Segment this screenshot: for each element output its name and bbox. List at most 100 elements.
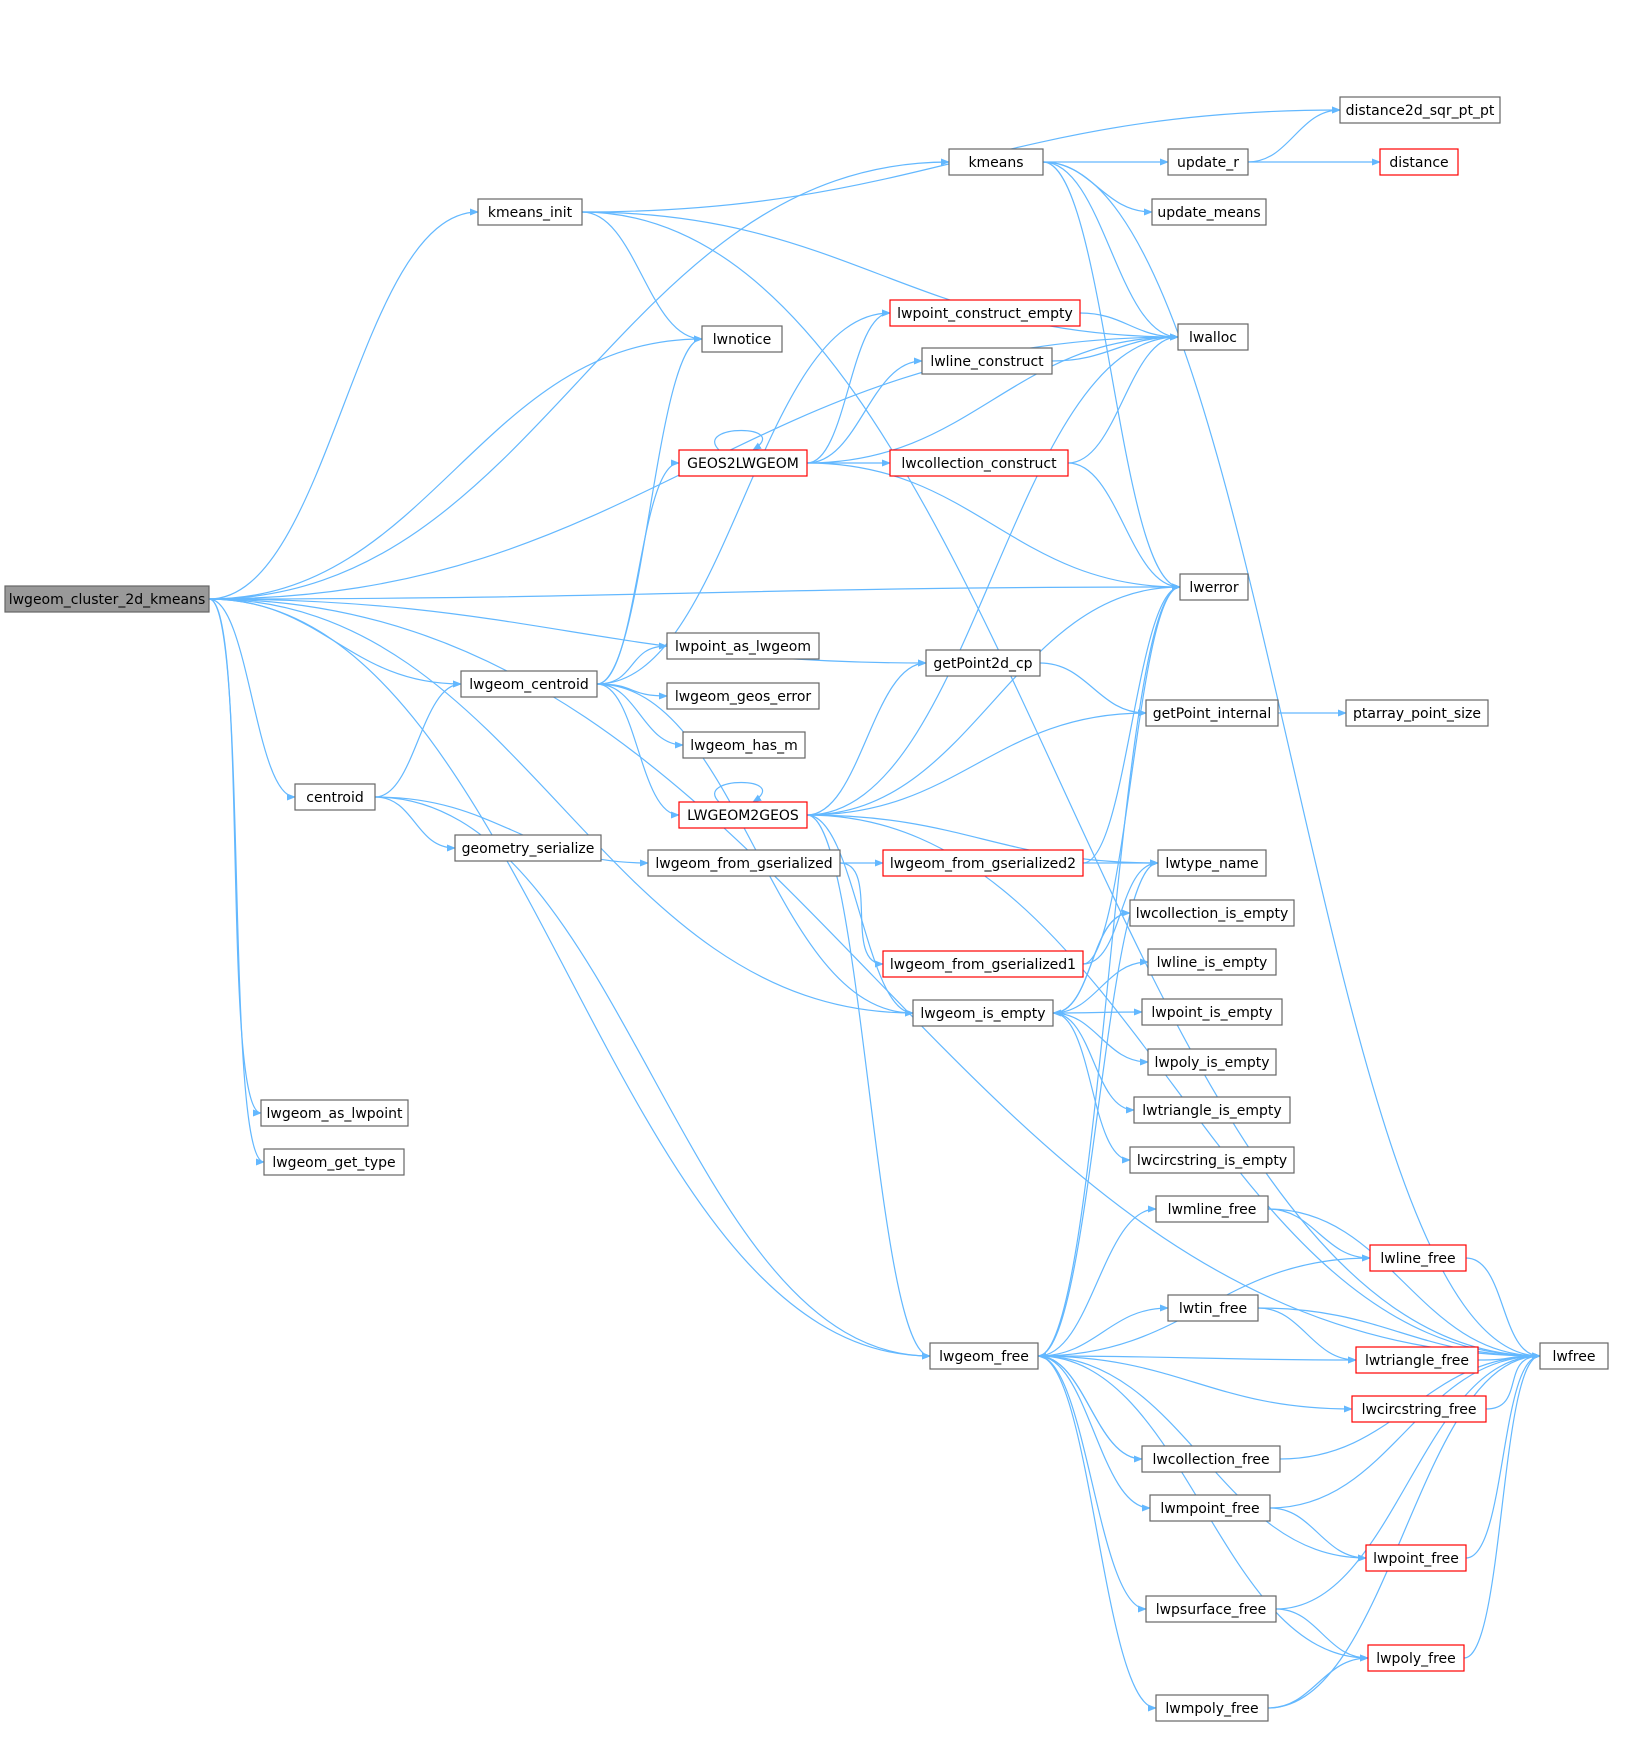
node-box	[1365, 1544, 1467, 1572]
node-lwgeom_from_gserialized[interactable]: lwgeom_from_gserialized	[647, 849, 841, 877]
node-lwcollection_construct[interactable]: lwcollection_construct	[889, 449, 1069, 477]
node-box	[1141, 1445, 1281, 1473]
node-kmeans_init[interactable]: kmeans_init	[477, 198, 583, 226]
node-kmeans[interactable]: kmeans	[948, 148, 1044, 176]
node-box	[454, 834, 602, 862]
node-label: lwalloc	[1189, 330, 1237, 346]
node-label: lwgeom_is_empty	[920, 1006, 1045, 1022]
node-box	[682, 731, 806, 759]
node-box	[666, 632, 820, 660]
node-box	[1167, 148, 1249, 176]
node-GEOS2LWGEOM[interactable]: GEOS2LWGEOM	[678, 449, 808, 477]
edge-kmeans-to-lwerror	[1042, 161, 1181, 591]
edge-GEOS2LWGEOM-to-lwalloc	[806, 333, 1179, 464]
node-getPoint2d_cp[interactable]: getPoint2d_cp	[925, 649, 1041, 677]
node-lwpoint_construct_empty[interactable]: lwpoint_construct_empty	[889, 299, 1081, 327]
node-lwnotice[interactable]: lwnotice	[701, 325, 783, 353]
node-label: kmeans_init	[488, 205, 573, 221]
node-label: lwline_construct	[930, 354, 1044, 370]
edge-lwgeom_from_gserialized2-to-lwerror	[1082, 583, 1181, 864]
node-lwtin_free[interactable]: lwtin_free	[1167, 1294, 1259, 1322]
edge-lwgeom_cluster_2d_kmeans-to-lwgeom_get_type	[208, 598, 265, 1166]
edge-lwgeom_cluster_2d_kmeans-to-lwnotice	[208, 335, 703, 600]
edge-lwgeom_is_empty-to-lwcircstring_is_empty	[1052, 1012, 1131, 1164]
node-distance2d_sqr_pt_pt[interactable]: distance2d_sqr_pt_pt	[1339, 96, 1501, 124]
node-label: update_means	[1157, 205, 1260, 221]
node-update_means[interactable]: update_means	[1151, 198, 1267, 226]
node-label: lwgeom_has_m	[690, 738, 797, 754]
node-lwline_free[interactable]: lwline_free	[1369, 1244, 1467, 1272]
node-lwgeom_centroid[interactable]: lwgeom_centroid	[460, 670, 598, 698]
node-lwgeom_geos_error[interactable]: lwgeom_geos_error	[666, 682, 820, 710]
edge-lwmline_free-to-lwline_free	[1267, 1208, 1371, 1262]
edge-GEOS2LWGEOM-to-lwerror	[806, 462, 1181, 591]
edge-lwgeom_centroid-to-lwpoint_construct_empty	[596, 309, 891, 685]
node-lwmpoly_free[interactable]: lwmpoly_free	[1155, 1694, 1269, 1722]
node-getPoint_internal[interactable]: getPoint_internal	[1145, 699, 1279, 727]
node-lwpoly_free[interactable]: lwpoly_free	[1367, 1644, 1465, 1672]
node-lwmline_free[interactable]: lwmline_free	[1155, 1195, 1269, 1223]
node-lwgeom_get_type[interactable]: lwgeom_get_type	[263, 1148, 405, 1176]
edge-lwgeom_is_empty-to-lwpoly_is_empty	[1052, 1012, 1149, 1066]
node-LWGEOM2GEOS[interactable]: LWGEOM2GEOS	[678, 801, 808, 829]
node-lwalloc[interactable]: lwalloc	[1177, 323, 1249, 351]
edge-lwpoint_free-to-lwfree	[1465, 1352, 1541, 1559]
node-lwcircstring_free[interactable]: lwcircstring_free	[1351, 1395, 1487, 1423]
node-lwtriangle_free[interactable]: lwtriangle_free	[1355, 1346, 1479, 1374]
edge-lwtriangle_free-to-lwfree	[1477, 1352, 1541, 1361]
node-box	[1145, 1595, 1277, 1623]
node-lwgeom_free[interactable]: lwgeom_free	[929, 1342, 1039, 1370]
edge-lwgeom_from_gserialized1-to-lwtype_name	[1082, 859, 1159, 965]
node-distance[interactable]: distance	[1379, 148, 1459, 176]
node-lwpoint_as_lwgeom[interactable]: lwpoint_as_lwgeom	[666, 632, 820, 660]
node-lwtype_name[interactable]: lwtype_name	[1157, 849, 1267, 877]
node-label: update_r	[1177, 155, 1239, 171]
node-lwmpoint_free[interactable]: lwmpoint_free	[1149, 1494, 1271, 1522]
node-lwpoint_is_empty[interactable]: lwpoint_is_empty	[1141, 998, 1283, 1026]
node-box	[1149, 1494, 1271, 1522]
node-label: geometry_serialize	[462, 841, 595, 857]
node-box	[1129, 1146, 1295, 1174]
node-label: lwgeom_from_gserialized	[655, 856, 832, 872]
node-lwcollection_is_empty[interactable]: lwcollection_is_empty	[1129, 899, 1295, 927]
node-lwfree[interactable]: lwfree	[1539, 1342, 1609, 1370]
node-label: lwgeom_from_gserialized2	[890, 856, 1076, 872]
node-lwerror[interactable]: lwerror	[1179, 573, 1249, 601]
node-lwtriangle_is_empty[interactable]: lwtriangle_is_empty	[1133, 1096, 1291, 1124]
node-lwgeom_as_lwpoint[interactable]: lwgeom_as_lwpoint	[260, 1099, 409, 1127]
edge-lwgeom_cluster_2d_kmeans-to-centroid	[208, 598, 296, 801]
node-box	[1351, 1395, 1487, 1423]
edge-centroid-to-lwgeom_free	[374, 796, 931, 1360]
node-label: kmeans	[968, 155, 1023, 171]
edge-lwgeom_cluster_2d_kmeans-to-kmeans_init	[208, 208, 479, 600]
node-lwgeom_has_m[interactable]: lwgeom_has_m	[682, 731, 806, 759]
edge-lwgeom_is_empty-to-lwline_is_empty	[1052, 958, 1149, 1014]
edge-lwpsurface_free-to-lwpoly_free	[1275, 1608, 1369, 1662]
edge-lwgeom_cluster_2d_kmeans-to-lwgeom_is_empty	[208, 598, 914, 1017]
node-lwgeom_cluster_2d_kmeans[interactable]: lwgeom_cluster_2d_kmeans	[4, 585, 210, 613]
node-box	[666, 682, 820, 710]
edge-lwtin_free-to-lwtriangle_free	[1257, 1307, 1357, 1364]
node-centroid[interactable]: centroid	[294, 783, 376, 811]
node-lwcircstring_is_empty[interactable]: lwcircstring_is_empty	[1129, 1146, 1295, 1174]
node-lwline_construct[interactable]: lwline_construct	[921, 347, 1053, 375]
node-update_r[interactable]: update_r	[1167, 148, 1249, 176]
node-lwpoint_free[interactable]: lwpoint_free	[1365, 1544, 1467, 1572]
node-box	[1147, 1048, 1277, 1076]
node-lwgeom_from_gserialized2[interactable]: lwgeom_from_gserialized2	[882, 849, 1084, 877]
node-lwpoly_is_empty[interactable]: lwpoly_is_empty	[1147, 1048, 1277, 1076]
node-label: lwmpoint_free	[1160, 1501, 1259, 1517]
node-label: lwpoint_free	[1373, 1551, 1459, 1567]
edge-lwgeom_free-to-lwmpoint_free	[1037, 1355, 1151, 1512]
node-lwgeom_from_gserialized1[interactable]: lwgeom_from_gserialized1	[882, 950, 1084, 978]
node-ptarray_point_size[interactable]: ptarray_point_size	[1345, 699, 1489, 727]
node-label: lwfree	[1553, 1349, 1596, 1365]
node-box	[4, 585, 210, 613]
node-geometry_serialize[interactable]: geometry_serialize	[454, 834, 602, 862]
node-lwpsurface_free[interactable]: lwpsurface_free	[1145, 1595, 1277, 1623]
node-lwcollection_free[interactable]: lwcollection_free	[1141, 1445, 1281, 1473]
node-lwgeom_is_empty[interactable]: lwgeom_is_empty	[912, 999, 1054, 1027]
edge-lwcollection_free-to-lwgeom_free	[1037, 1352, 1143, 1460]
node-label: lwgeom_geos_error	[675, 689, 812, 705]
node-lwline_is_empty[interactable]: lwline_is_empty	[1147, 948, 1277, 976]
